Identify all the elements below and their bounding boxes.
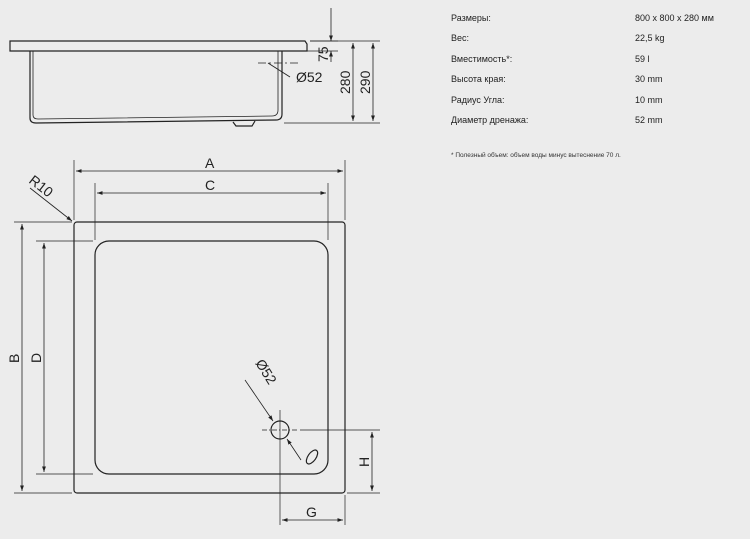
label-top-drain: Ø52: [252, 356, 280, 387]
label-top-h: H: [356, 457, 372, 467]
spec-row: Размеры: 800 x 800 x 280 мм: [451, 8, 741, 28]
spec-table: Размеры: 800 x 800 x 280 мм Вес: 22,5 kg Вме…: [451, 8, 741, 130]
label-side-rim: 75: [315, 46, 331, 62]
top-view: [14, 160, 380, 525]
spec-value: 22,5 kg: [635, 33, 665, 44]
spec-label: Радиус Угла:: [451, 94, 505, 105]
side-rim-outline: [9, 40, 308, 52]
spec-label: Высота края:: [451, 74, 506, 85]
side-basin-inner: [32, 51, 279, 120]
footnote: * Полезный объем: объем воды минус вытес…: [451, 152, 621, 159]
side-view: [9, 8, 380, 127]
spec-row: Диаметр дренажа: 52 mm: [451, 110, 741, 130]
side-drain-leader: [267, 62, 291, 78]
spec-label: Диаметр дренажа:: [451, 114, 529, 125]
side-drain-outlet: [232, 120, 256, 127]
label-top-c: C: [205, 177, 215, 193]
spec-row: Высота края: 30 mm: [451, 69, 741, 89]
label-side-depth: 280: [337, 70, 353, 94]
label-top-radius: R10: [26, 172, 56, 201]
spec-value: 52 mm: [635, 114, 663, 125]
spec-label: Размеры:: [451, 13, 491, 23]
dim-line-radius: [29, 187, 73, 222]
label-top-d: D: [28, 353, 44, 363]
spec-label: Вместимость*:: [451, 53, 513, 64]
top-outer-outline: [73, 221, 346, 494]
side-basin-outline: [29, 51, 283, 124]
label-top-b: B: [6, 354, 22, 363]
spec-row: Вместимость*: 59 l: [451, 49, 741, 69]
top-inner-outline: [94, 240, 329, 475]
label-top-g: G: [306, 504, 317, 520]
spec-row: Радиус Угла: 10 mm: [451, 90, 741, 110]
spec-value: 30 mm: [635, 74, 663, 85]
spec-value: 800 x 800 x 280 мм: [635, 13, 714, 23]
label-side-total: 290: [357, 70, 373, 94]
label-top-a: A: [205, 155, 215, 171]
top-overflow-slot: [305, 449, 319, 465]
spec-value: 10 mm: [635, 94, 663, 105]
label-side-drain: Ø52: [296, 69, 323, 85]
spec-label: Вес:: [451, 33, 470, 44]
spec-row: Вес: 22,5 kg: [451, 28, 741, 48]
spec-value: 59 l: [635, 53, 650, 64]
